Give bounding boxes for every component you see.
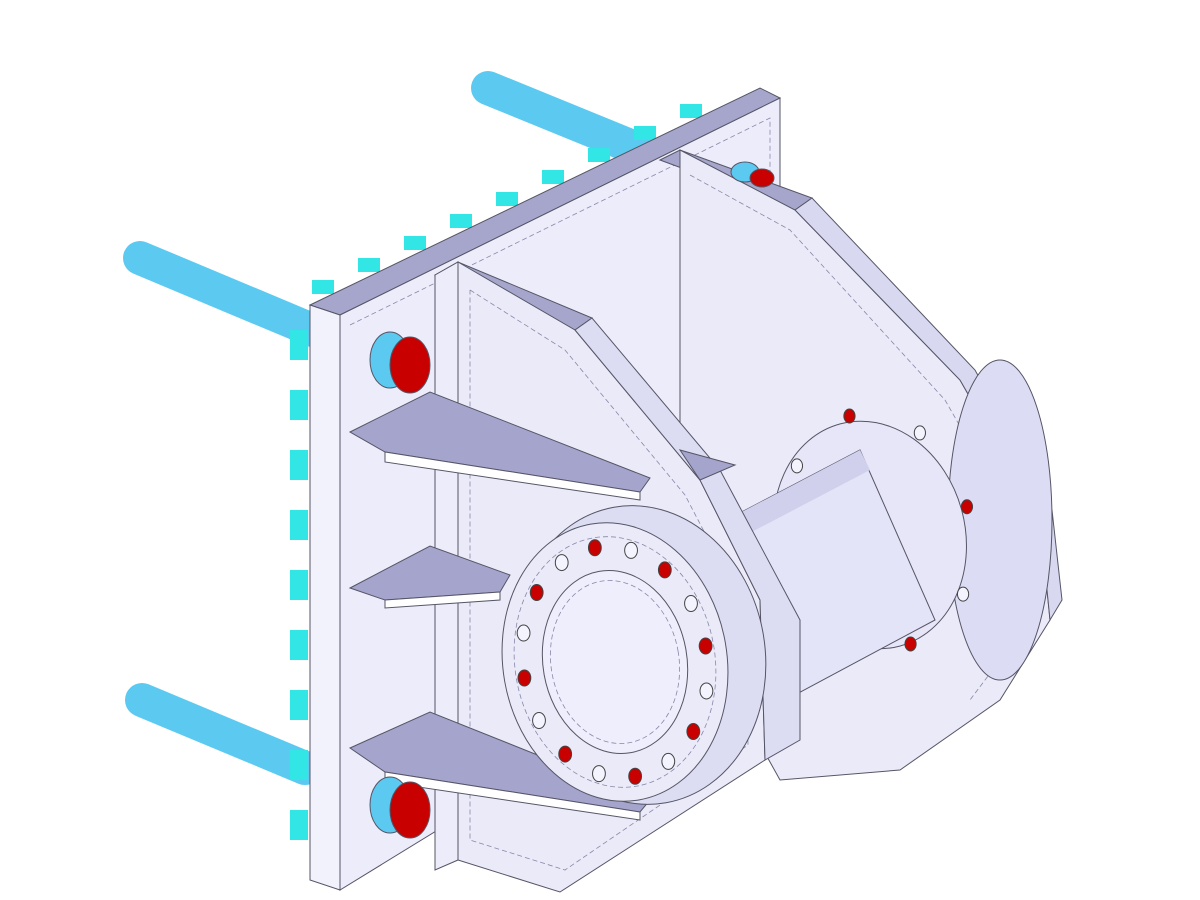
weld-mark [542, 170, 564, 184]
bolt-hole [913, 425, 926, 441]
anchor-rod-top-left [123, 241, 329, 347]
weld-marks [290, 104, 702, 840]
bolt-hole [684, 595, 698, 613]
bolt-hole [532, 711, 546, 729]
weld-mark [496, 192, 518, 206]
bolt [517, 669, 532, 687]
bolt [529, 584, 544, 602]
bolt-hole [699, 682, 714, 700]
bolt [960, 499, 974, 515]
stiffener-middle [348, 545, 511, 601]
bolt-hole [592, 765, 606, 783]
bolt [904, 636, 917, 652]
weld-mark [290, 570, 308, 600]
weld-mark [634, 126, 656, 140]
bolt-hole [516, 624, 531, 642]
weld-mark [450, 214, 472, 228]
stiffeners [348, 391, 737, 821]
bolt-hole [661, 752, 676, 770]
front-flange-bolts [516, 539, 714, 785]
stiffener-top [348, 391, 651, 493]
bolt-hole [956, 586, 970, 602]
weld-mark [680, 104, 702, 118]
weld-mark [290, 630, 308, 660]
weld-mark [588, 148, 610, 162]
weld-mark [290, 450, 308, 480]
anchor-nuts [369, 161, 775, 839]
weld-mark [358, 258, 380, 272]
bolt-hole [624, 541, 638, 559]
bolt [628, 767, 643, 785]
bolt [843, 408, 856, 424]
weld-mark [290, 690, 308, 720]
anchor-rods [123, 71, 657, 785]
weld-mark [290, 510, 308, 540]
bolt-hole [554, 554, 569, 572]
bolt [587, 539, 602, 557]
weld-mark [404, 236, 426, 250]
bolt [686, 722, 701, 740]
weld-mark [290, 810, 308, 840]
bolt [657, 561, 672, 579]
weld-mark [290, 750, 308, 780]
front-flange [501, 505, 767, 805]
rear-flange-bolts [786, 408, 974, 652]
base-plate-side-face [309, 304, 341, 891]
anchor-nut-bottom [389, 781, 431, 839]
weld-mark [290, 330, 308, 360]
weld-mark [290, 390, 308, 420]
bolt [698, 637, 713, 655]
bolt-hole [790, 458, 804, 474]
bolt [558, 745, 573, 763]
weld-mark [312, 280, 334, 294]
anchor-rod-top-right [471, 71, 657, 167]
anchor-rod-bottom-left [125, 683, 322, 785]
anchor-nut-top [389, 336, 431, 394]
